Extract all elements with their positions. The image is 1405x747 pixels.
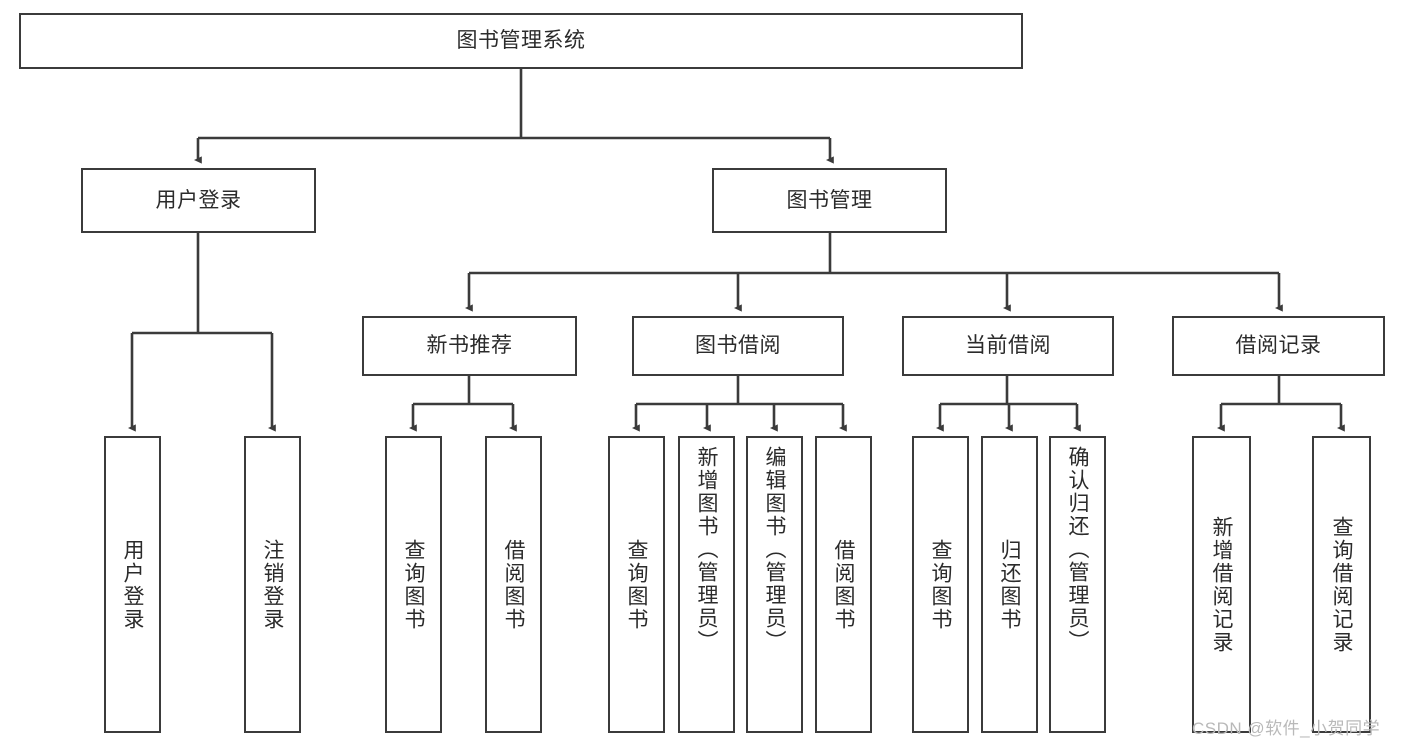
node-root-book-management-system[interactable]: 图书管理系统 xyxy=(19,13,1023,69)
node-label: 新增借阅记录 xyxy=(1210,515,1233,654)
node-label: 注销登录 xyxy=(261,538,284,631)
leaf-borrow-borrow-book[interactable]: 借阅图书 xyxy=(815,436,872,733)
leaf-user-login-logout[interactable]: 注销登录 xyxy=(244,436,301,733)
node-label: 查询图书 xyxy=(402,538,425,631)
leaf-current-return-book[interactable]: 归还图书 xyxy=(981,436,1038,733)
leaf-recommend-query-book[interactable]: 查询图书 xyxy=(385,436,442,733)
leaf-current-confirm-return-admin[interactable]: 确认归还（管理员） xyxy=(1049,436,1106,733)
leaf-borrow-query-book[interactable]: 查询图书 xyxy=(608,436,665,733)
node-label: 查询图书 xyxy=(929,538,952,631)
node-label: 图书管理 xyxy=(786,188,873,212)
leaf-user-login-login[interactable]: 用户登录 xyxy=(104,436,161,733)
leaf-current-query-book[interactable]: 查询图书 xyxy=(912,436,969,733)
leaf-record-add-borrow-record[interactable]: 新增借阅记录 xyxy=(1192,436,1251,733)
watermark-text: CSDN @软件_小贺同学 xyxy=(1192,719,1381,738)
node-label: 新书推荐 xyxy=(426,334,513,358)
node-new-book-recommend[interactable]: 新书推荐 xyxy=(362,316,577,376)
node-current-borrow[interactable]: 当前借阅 xyxy=(902,316,1114,376)
node-label: 图书管理系统 xyxy=(456,29,586,53)
node-label: 当前借阅 xyxy=(965,334,1051,358)
leaf-borrow-edit-book-admin[interactable]: 编辑图书（管理员） xyxy=(746,436,803,733)
node-borrow-record[interactable]: 借阅记录 xyxy=(1172,316,1385,376)
node-book-borrow[interactable]: 图书借阅 xyxy=(632,316,844,376)
node-label: 借阅图书 xyxy=(832,538,855,631)
node-user-login[interactable]: 用户登录 xyxy=(81,168,316,233)
node-label: 编辑图书（管理员） xyxy=(763,446,786,653)
node-label: 借阅图书 xyxy=(502,538,525,631)
node-label: 借阅记录 xyxy=(1235,334,1322,358)
node-book-management[interactable]: 图书管理 xyxy=(712,168,947,233)
node-label: 归还图书 xyxy=(998,538,1021,631)
node-label: 图书借阅 xyxy=(695,334,781,358)
node-label: 用户登录 xyxy=(121,538,144,631)
leaf-recommend-borrow-book[interactable]: 借阅图书 xyxy=(485,436,542,733)
leaf-borrow-add-book-admin[interactable]: 新增图书（管理员） xyxy=(678,436,735,733)
node-label: 用户登录 xyxy=(155,188,242,212)
node-label: 新增图书（管理员） xyxy=(695,446,718,653)
leaf-record-query-borrow-record[interactable]: 查询借阅记录 xyxy=(1312,436,1371,733)
node-label: 确认归还（管理员） xyxy=(1066,446,1089,653)
node-label: 查询图书 xyxy=(625,538,648,631)
node-label: 查询借阅记录 xyxy=(1330,515,1353,654)
